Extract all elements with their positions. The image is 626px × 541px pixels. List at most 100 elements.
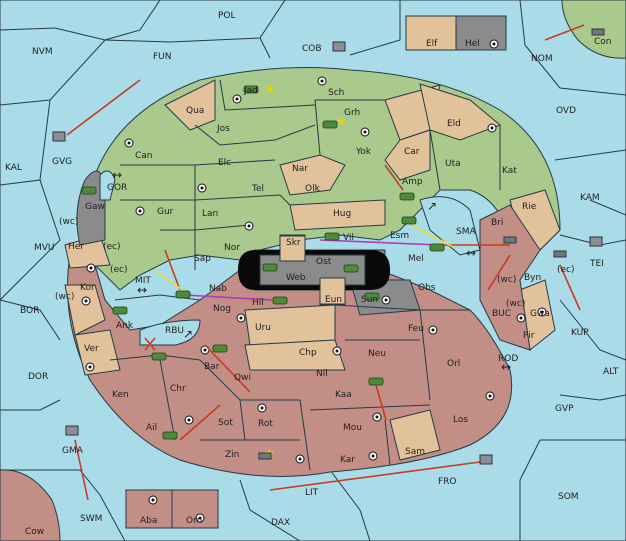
province-label: Uru (255, 323, 271, 333)
province-label: Gwa (530, 309, 550, 319)
army-icon (175, 290, 191, 299)
sea-zone-label: BUC (492, 309, 511, 319)
province-label: Skr (286, 238, 301, 248)
supply-center-icon (489, 39, 499, 49)
two-way-arrow-icon: ↔ (137, 283, 147, 297)
supply-center-icon (184, 415, 194, 425)
province-label: Eld (447, 119, 461, 129)
province-label: Rie (522, 202, 537, 212)
province-label: Yok (355, 147, 372, 157)
supply-center-icon (487, 123, 497, 133)
province-label: Feu (408, 324, 424, 334)
sea-zone-label: OVD (556, 106, 576, 116)
province-label: Sam (405, 447, 425, 457)
move-arrow-icon (411, 224, 456, 249)
province-label: Eun (325, 295, 342, 305)
supply-center-icon (135, 206, 145, 216)
province-label: Kar (340, 455, 355, 465)
sea-zone-label: GVG (52, 157, 72, 167)
province-borders (109, 79, 501, 471)
sea-zone-label: Hel (465, 39, 480, 49)
sea-zone-label: KAM (580, 193, 600, 203)
fleet-icon (258, 452, 272, 460)
province-label: Nab (209, 284, 227, 294)
province-label: Mou (343, 423, 362, 433)
two-way-arrow-icon: ↗ (183, 327, 193, 341)
order-arrows (66, 24, 585, 501)
supply-center-icon (295, 454, 305, 464)
coast-tag-label: (wc) (506, 299, 525, 309)
province-label: Gur (157, 207, 174, 217)
supply-center-icon (86, 263, 96, 273)
skr-region (279, 235, 306, 262)
sea-zone-label: KUP (571, 328, 589, 338)
move-arrow-icon (319, 239, 441, 246)
army-icon (401, 216, 417, 225)
province-label: Qwi (234, 373, 251, 383)
coast-tag-label: (ec) (110, 265, 128, 275)
sea-zone-label: SWM (80, 514, 102, 524)
supply-center-icon (332, 346, 342, 356)
two-way-arrow-icon: ↔ (501, 360, 511, 374)
move-arrow-icon (164, 249, 181, 291)
fleet-icon (479, 454, 493, 465)
army-icon (272, 296, 288, 305)
two-way-arrow-icon: ↔ (466, 246, 476, 260)
fleet-icon (591, 28, 605, 36)
move-arrow-icon (184, 294, 273, 301)
province-label: Tel (251, 184, 264, 194)
sea-zone-label: COB (302, 44, 322, 54)
sea-zone-label: DOR (28, 372, 48, 382)
move-arrow-icon (487, 254, 511, 291)
province-label: Sap (194, 254, 211, 264)
supply-center-icon (360, 127, 370, 137)
province-label: Ken (112, 390, 129, 400)
sea-zone-label: SMA (456, 227, 476, 237)
sea-zone-label: GVP (555, 404, 574, 414)
army-icon (343, 264, 359, 273)
neutral-regions (64, 79, 561, 461)
province-label: Vil (343, 233, 354, 243)
two-way-arrow-icon: ↔ (112, 168, 122, 182)
province-label: Zin (225, 450, 239, 460)
coast-tag-label: (ec) (557, 265, 575, 275)
army-icon (429, 243, 445, 252)
province-label: Ost (316, 257, 332, 267)
move-arrow-icon (204, 344, 251, 393)
province-label: Nog (213, 304, 231, 314)
move-arrow-icon (559, 264, 581, 311)
army-icon (151, 352, 167, 361)
sea-zone-label: MVU (34, 243, 55, 253)
army-icon (324, 232, 340, 241)
sea-zone-label: FUN (153, 52, 172, 62)
province-label: Car (404, 147, 420, 157)
sea-zone-label: NVM (32, 47, 53, 57)
province-label: Ank (116, 321, 134, 331)
fleet-icon (52, 131, 66, 142)
supply-center-icon (257, 403, 267, 413)
province-label: Pir (523, 331, 535, 341)
move-arrow-icon (544, 24, 585, 41)
province-label: Sun (361, 295, 378, 305)
supply-center-icon (197, 183, 207, 193)
province-label: Kaa (335, 390, 352, 400)
move-arrow-icon (144, 337, 156, 351)
sea-zone-label: RBU (165, 326, 184, 336)
sea-zone-label: BOR (20, 306, 39, 316)
province-label: Chp (299, 348, 317, 358)
supply-center-icon (317, 76, 327, 86)
coast-tag-label: (ec) (103, 242, 121, 252)
province-label: Olk (305, 184, 321, 194)
supply-center-icon (81, 296, 91, 306)
two-way-arrow-icon: ↗ (427, 199, 437, 213)
province-label: Can (135, 151, 153, 161)
sea-zone-label: Elf (426, 39, 438, 49)
army-icon (364, 292, 380, 301)
fleet-icon (503, 236, 517, 244)
province-label: Web (286, 273, 306, 283)
sea-zone-label: GMA (62, 446, 84, 456)
move-arrow-icon (384, 164, 404, 191)
